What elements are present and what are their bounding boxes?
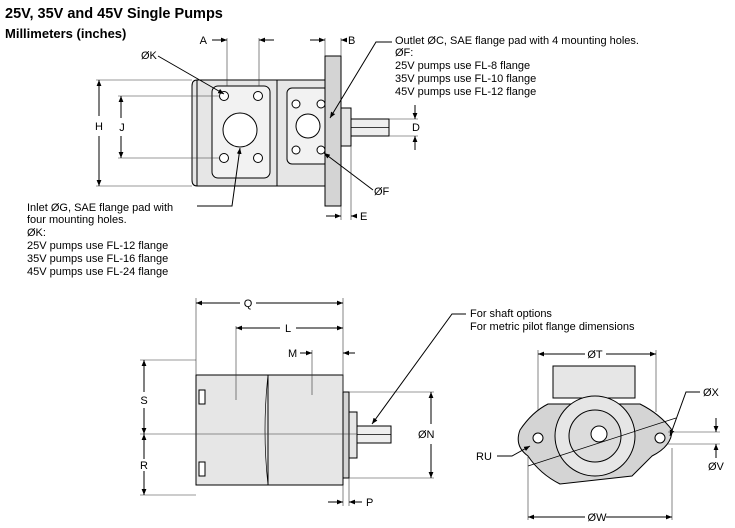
inlet-note-line: 35V pumps use FL-16 flange bbox=[27, 253, 168, 265]
front-diagonal-centerline bbox=[527, 417, 677, 467]
inlet-bolt-hole bbox=[253, 91, 263, 101]
front-shaft-end bbox=[590, 425, 608, 443]
dim-H-label: H bbox=[95, 121, 103, 133]
outlet-note-line: Outlet ØC, SAE flange pad with 4 mountin… bbox=[395, 35, 639, 47]
dim-L-label: L bbox=[285, 323, 291, 335]
inlet-bolt-hole bbox=[219, 153, 229, 163]
side-pilot bbox=[348, 411, 358, 459]
outlet-note-line: 45V pumps use FL-12 flange bbox=[395, 86, 536, 98]
shaft-note-line: For shaft options bbox=[470, 308, 552, 320]
dim-S-label: S bbox=[140, 395, 147, 407]
dim-P-label: P bbox=[366, 497, 373, 509]
dim-R-label: R bbox=[140, 460, 148, 472]
front-mount-hole bbox=[654, 432, 666, 444]
inlet-bolt-hole bbox=[253, 153, 263, 163]
side-body-left bbox=[195, 374, 269, 486]
shaft-note-line: For metric pilot flange dimensions bbox=[470, 321, 635, 333]
inlet-note-line: Inlet ØG, SAE flange pad with bbox=[27, 202, 173, 214]
dim-F-label: ØF bbox=[374, 186, 390, 198]
front-view: ØT ØX ØV ØW RU bbox=[476, 349, 725, 524]
dim-T-label: ØT bbox=[587, 349, 603, 361]
units-subtitle: Millimeters (inches) bbox=[5, 26, 126, 41]
outlet-port bbox=[295, 113, 321, 139]
top-view: A B H J D E ØK ØF bbox=[27, 35, 642, 278]
dim-RU-label: RU bbox=[476, 451, 492, 463]
page-title: 25V, 35V and 45V Single Pumps bbox=[5, 6, 223, 22]
dim-D-label: D bbox=[412, 122, 420, 134]
dim-M-label: M bbox=[288, 348, 297, 360]
inlet-note-line: 25V pumps use FL-12 flange bbox=[27, 240, 168, 252]
dim-X-label: ØX bbox=[703, 387, 720, 399]
inlet-bolt-hole bbox=[219, 91, 229, 101]
inlet-note: Inlet ØG, SAE flange pad with four mount… bbox=[27, 202, 176, 278]
dim-B-label: B bbox=[348, 35, 355, 47]
mounting-flange bbox=[324, 55, 342, 207]
dim-V-label: ØV bbox=[708, 461, 725, 473]
pilot bbox=[340, 107, 352, 147]
side-boss bbox=[198, 461, 206, 477]
shaft-note: For shaft options For metric pilot flang… bbox=[470, 308, 635, 333]
outlet-bolt-hole bbox=[291, 145, 301, 155]
outlet-note-line: 35V pumps use FL-10 flange bbox=[395, 73, 536, 85]
outlet-note-line: ØF: bbox=[395, 47, 413, 59]
dim-E-label: E bbox=[360, 211, 367, 223]
inlet-note-line: ØK: bbox=[27, 227, 46, 239]
inlet-note-line: 45V pumps use FL-24 flange bbox=[27, 266, 168, 278]
side-view: Q L M S R ØN P bbox=[140, 298, 635, 509]
outlet-bolt-hole bbox=[316, 99, 326, 109]
inlet-port bbox=[222, 112, 258, 148]
dim-J-label: J bbox=[119, 122, 125, 134]
dim-K-label: ØK bbox=[141, 50, 158, 62]
outlet-note-line: 25V pumps use FL-8 flange bbox=[395, 60, 530, 72]
dim-Q-label: Q bbox=[244, 298, 253, 310]
dim-N-label: ØN bbox=[418, 429, 435, 441]
side-boss bbox=[198, 389, 206, 405]
front-top-block bbox=[552, 365, 636, 399]
inlet-note-line: four mounting holes. bbox=[27, 214, 127, 226]
outlet-bolt-hole bbox=[291, 99, 301, 109]
front-mount-hole bbox=[532, 432, 544, 444]
dim-A-label: A bbox=[200, 35, 208, 47]
outlet-bolt-hole bbox=[316, 145, 326, 155]
outlet-note: Outlet ØC, SAE flange pad with 4 mountin… bbox=[395, 35, 642, 98]
side-flange bbox=[342, 391, 350, 479]
dim-W-label: ØW bbox=[588, 512, 608, 524]
